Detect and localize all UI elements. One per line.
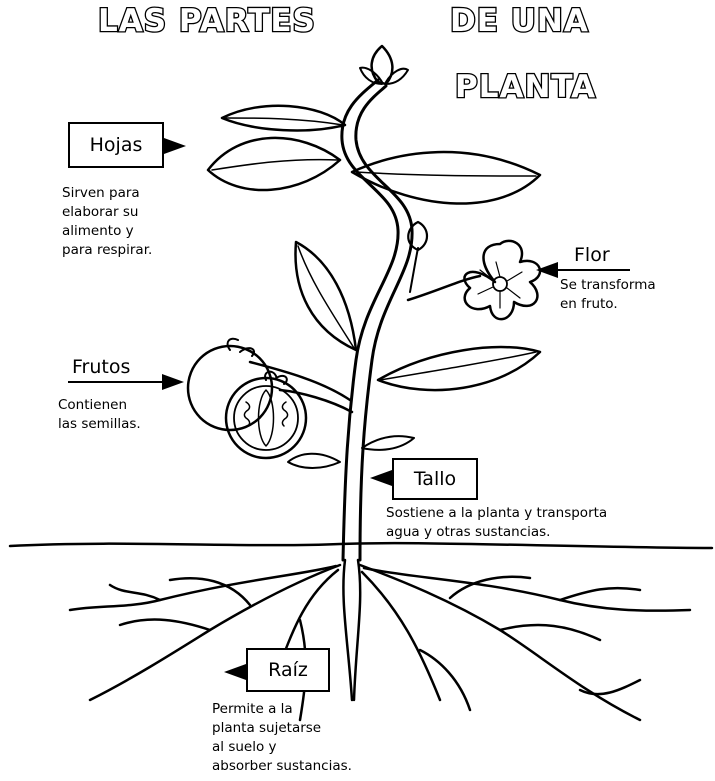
leaf-middle-right — [376, 345, 542, 392]
flower — [463, 239, 542, 321]
title-line-2: PLANTA — [454, 69, 597, 105]
leaf-middle-left — [294, 240, 358, 352]
flower-bud — [407, 220, 429, 252]
label-hojas: Hojas — [68, 122, 164, 168]
label-tallo: Tallo — [392, 458, 478, 500]
title-line-1-right: DE UNA — [449, 3, 589, 39]
description-hojas: Sirven para elaborar su alimento y para … — [62, 185, 153, 258]
fruit-whole — [186, 337, 274, 432]
leaf-upper-left — [206, 136, 342, 192]
title-line-1-left: LAS PARTES — [97, 3, 316, 39]
description-frutos: Contienen las semillas. — [58, 397, 141, 432]
ground-line — [8, 541, 714, 550]
leaf-small-right — [361, 435, 415, 451]
roots — [68, 558, 692, 722]
label-frutos: Frutos — [72, 356, 131, 378]
leaf-small-left — [287, 452, 341, 469]
stem — [340, 78, 400, 562]
label-raiz: Raíz — [246, 648, 330, 692]
label-flor: Flor — [574, 244, 610, 266]
description-tallo: Sostiene a la planta y transporta agua y… — [386, 505, 608, 540]
leaf-upper-right — [350, 150, 542, 205]
top-bud — [359, 44, 409, 86]
fruit-cut — [224, 370, 308, 460]
description-raiz: Permite a la planta sujetarse al suelo y… — [212, 701, 352, 774]
leaf-upper-left-2 — [220, 104, 347, 132]
description-flor: Se transforma en fruto. — [560, 277, 656, 312]
arrow-pointer-icon — [162, 138, 558, 680]
